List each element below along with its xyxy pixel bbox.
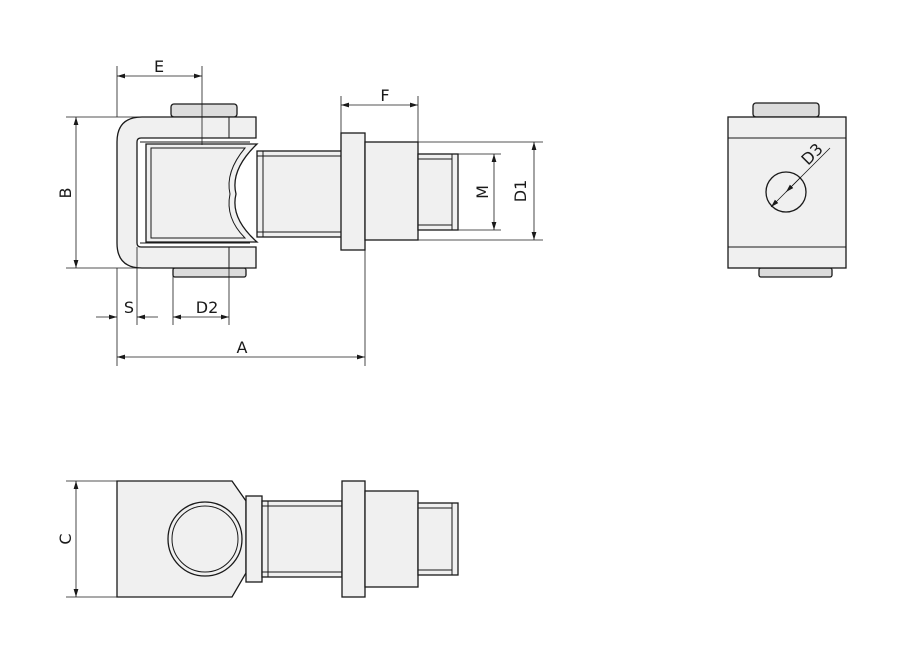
top-view bbox=[116, 480, 459, 598]
label-d1: D1 bbox=[511, 180, 530, 203]
side-view bbox=[727, 102, 847, 278]
label-m: M bbox=[473, 185, 492, 199]
inner-sleeve bbox=[145, 143, 259, 243]
threaded-end bbox=[417, 153, 459, 231]
pin-top bbox=[170, 103, 238, 118]
flange bbox=[340, 132, 366, 251]
side-pin-bottom bbox=[758, 267, 833, 278]
top-bore bbox=[167, 501, 243, 577]
top-flange bbox=[341, 480, 366, 598]
label-b: B bbox=[56, 188, 75, 199]
label-d2: D2 bbox=[196, 298, 219, 317]
label-e: E bbox=[154, 57, 164, 76]
dimensions bbox=[66, 66, 543, 598]
label-c: C bbox=[56, 533, 75, 544]
top-sleeve bbox=[245, 495, 263, 583]
nut bbox=[364, 141, 419, 241]
side-pin-top bbox=[752, 102, 820, 118]
label-f: F bbox=[380, 86, 389, 105]
label-s: S bbox=[124, 298, 134, 317]
pin-bottom bbox=[172, 267, 247, 278]
front-view bbox=[116, 103, 459, 278]
top-nut bbox=[364, 490, 419, 588]
label-a: A bbox=[237, 338, 248, 357]
top-shaft bbox=[261, 500, 343, 578]
hinge-eye-body bbox=[116, 116, 257, 269]
top-threaded-end bbox=[417, 502, 459, 576]
shaft bbox=[256, 150, 344, 238]
